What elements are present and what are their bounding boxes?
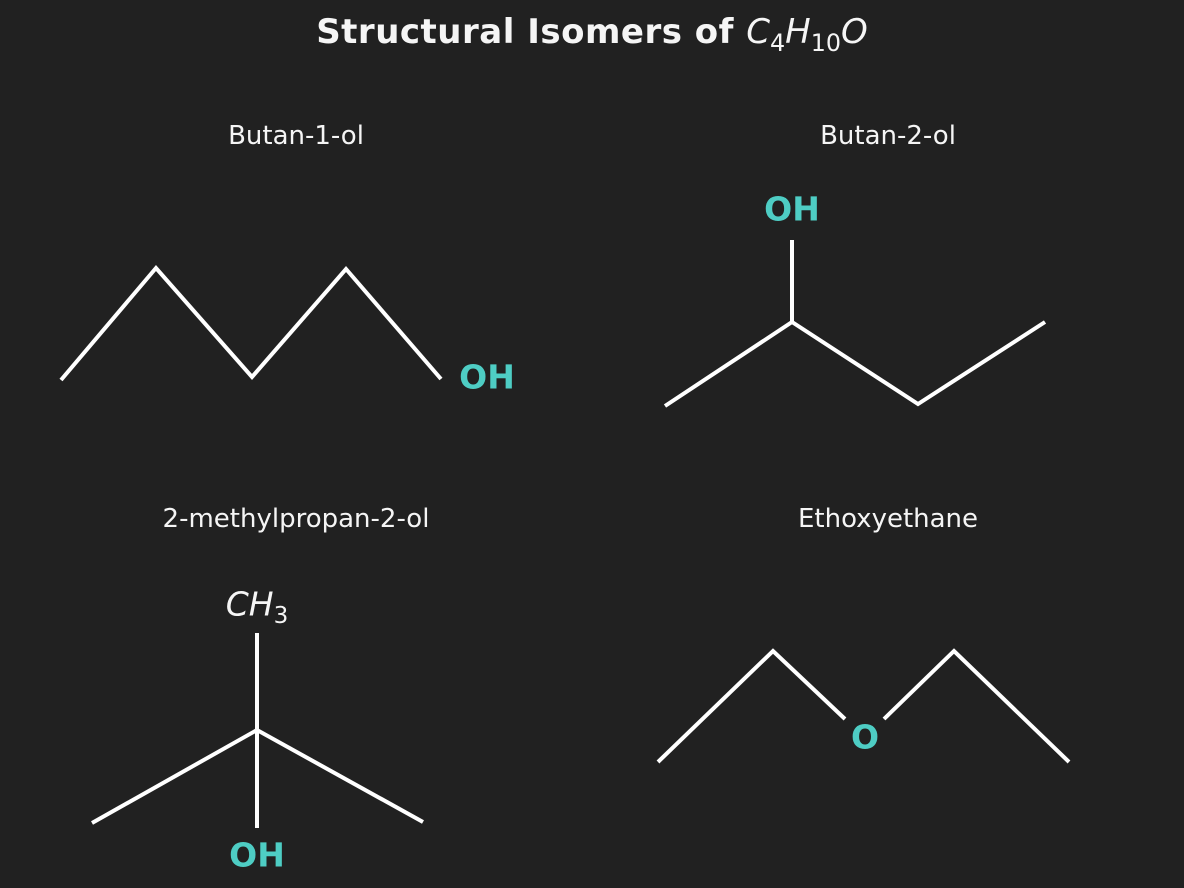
molecular-formula: C4H10O (746, 12, 868, 57)
methylpropan-2-ol-methyl-label: CH3 (225, 584, 289, 630)
methylpropan-2-ol-hydroxyl-label: OH (229, 835, 285, 875)
butan-2-ol-chain-bond (663, 319, 1047, 408)
molecule-name-ethoxyethane: Ethoxyethane (797, 504, 979, 534)
butan-2-ol-hydroxyl-label: OH (764, 189, 820, 229)
ethoxyethane-left-chain-bond (656, 648, 847, 764)
methylpropan-2-ol-right-bond (256, 728, 424, 824)
molecule-name-butan-1-ol: Butan-1-ol (228, 121, 364, 151)
ethoxyethane-oxygen-label: O (850, 717, 880, 757)
page-title: Structural Isomers of C4H10O (0, 11, 1184, 57)
page-title-text: Structural Isomers of (316, 12, 747, 52)
butan-1-ol-chain-bond (59, 264, 443, 382)
ethoxyethane-right-chain-bond (882, 648, 1071, 764)
methylpropan-2-ol-left-bond (91, 728, 258, 825)
molecule-name-butan-2-ol: Butan-2-ol (820, 121, 956, 151)
molecule-name-methylpropan-2-ol: 2-methylpropan-2-ol (162, 504, 430, 534)
butan-1-ol-hydroxyl-label: OH (459, 357, 515, 397)
